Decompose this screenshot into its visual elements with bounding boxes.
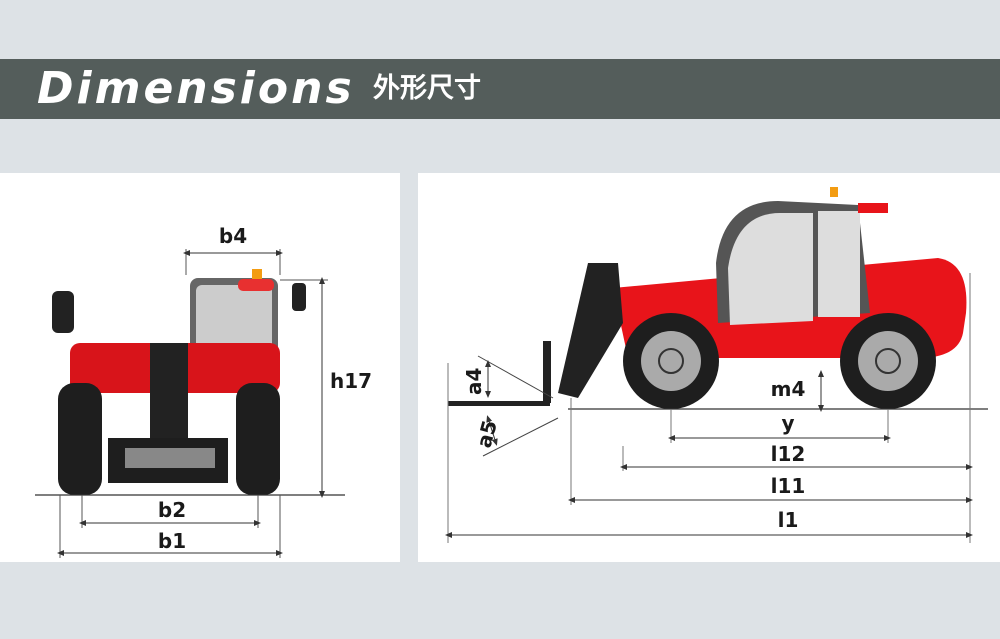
front-view-panel: b4 h17 b2 b1 — [0, 173, 400, 562]
label-l1: l1 — [778, 508, 799, 532]
label-l11: l11 — [771, 474, 806, 498]
side-view-panel: a4 a5 m4 y l12 l11 l1 — [418, 173, 1000, 562]
page-title: Dimensions — [37, 63, 355, 114]
label-h17: h17 — [330, 369, 372, 393]
side-view-diagram: a4 a5 m4 y l12 l11 l1 — [445, 187, 988, 543]
label-a5: a5 — [472, 418, 502, 451]
label-l12: l12 — [771, 442, 806, 466]
label-m4: m4 — [771, 377, 806, 401]
label-b2: b2 — [158, 498, 186, 522]
label-b1: b1 — [158, 529, 186, 553]
header-banner — [0, 59, 1000, 119]
telehandler-side-illustration — [448, 187, 967, 409]
label-a4: a4 — [462, 368, 486, 395]
page-subtitle: 外形尺寸 — [373, 73, 481, 104]
front-view-diagram: b4 h17 b2 b1 — [35, 224, 372, 558]
label-b4: b4 — [219, 224, 247, 248]
label-y: y — [781, 411, 794, 435]
telehandler-front-illustration — [52, 269, 306, 495]
